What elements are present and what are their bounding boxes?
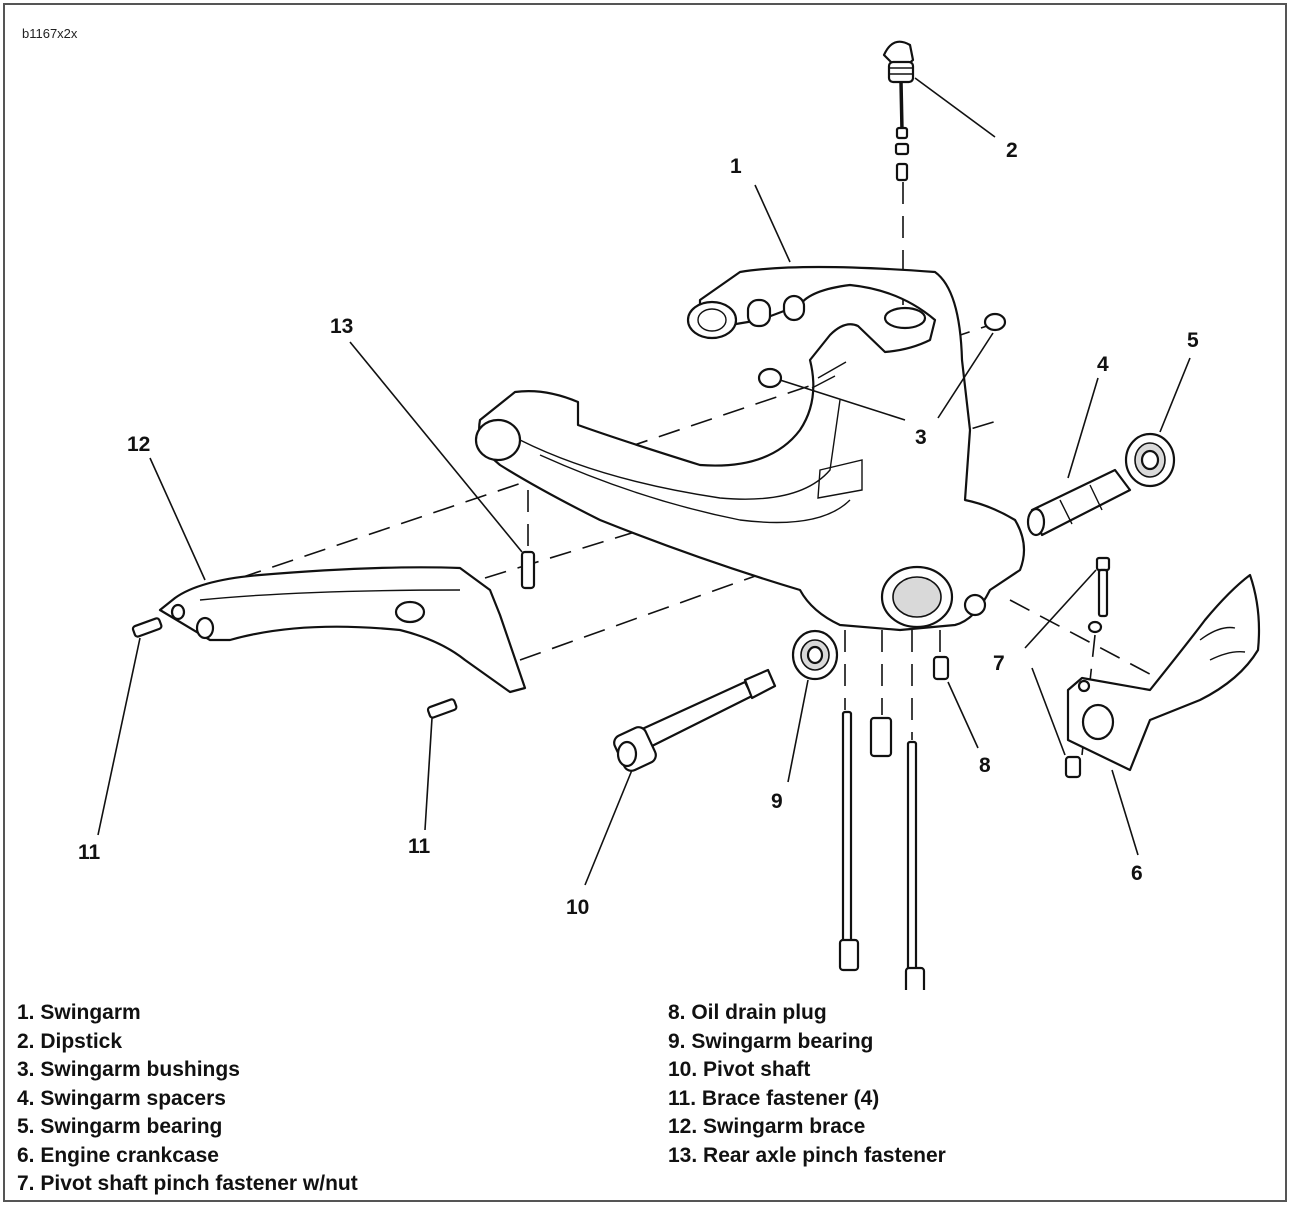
callout-6: 6 (1131, 862, 1143, 885)
dipstick-part (882, 40, 915, 182)
legend-item: 10. Pivot shaft (668, 1058, 811, 1081)
legend-item: 6. Engine crankcase (17, 1143, 219, 1167)
legend-item: 13. Rear axle pinch fastener (668, 1143, 946, 1167)
exploded-view-diagram: 1 2 3 3 4 5 6 7 8 9 10 11 11 12 13 (78, 40, 1261, 990)
swingarm-brace-part (158, 566, 527, 694)
swingarm-bearing-left-part (791, 629, 839, 681)
callout-11a: 11 (78, 841, 101, 864)
callout-2: 2 (1006, 139, 1018, 162)
callout-13: 13 (330, 315, 353, 338)
legend-item: 12. Swingarm brace (668, 1115, 866, 1138)
legend-item: 9. Swingarm bearing (668, 1029, 874, 1053)
swingarm-bushings-part (757, 312, 1007, 389)
legend-item: 2. Dipstick (17, 1029, 123, 1053)
legend-item: 4. Swingarm spacers (17, 1086, 226, 1110)
callout-10: 10 (566, 896, 589, 919)
swingarm-part (474, 265, 1026, 632)
swingarm-spacer-part (1026, 468, 1132, 537)
swingarm-bearing-right-part (1124, 432, 1176, 488)
oil-drain-plug-part (932, 655, 950, 681)
callout-3a: 3 (915, 426, 927, 449)
figure-frame (3, 3, 1287, 1202)
legend-left: 1. Swingarm 2. Dipstick 3. Swingarm bush… (17, 999, 358, 1199)
callout-12: 12 (127, 433, 150, 456)
callout-5: 5 (1187, 329, 1199, 352)
brace-fasteners-part (131, 550, 536, 719)
long-bolts-part (838, 710, 926, 990)
leader-lines (97, 77, 1191, 886)
legend-item: 1. Swingarm (17, 1001, 141, 1024)
pinch-fastener-part (1064, 556, 1111, 779)
callout-9: 9 (771, 790, 783, 813)
legend-item: 3. Swingarm bushings (17, 1058, 240, 1081)
callout-1: 1 (730, 155, 742, 178)
legend-item: 8. Oil drain plug (668, 1001, 827, 1024)
figure-id: b1167x2x (22, 26, 78, 41)
callout-7: 7 (993, 652, 1005, 675)
legend-item: 7. Pivot shaft pinch fastener w/nut (17, 1172, 358, 1195)
legend-item: 5. Swingarm bearing (17, 1115, 223, 1138)
legend-right: 8. Oil drain plug 9. Swingarm bearing 10… (668, 999, 946, 1170)
engine-crankcase-part (1066, 573, 1261, 772)
callout-8: 8 (979, 754, 991, 777)
callout-labels: 1 2 3 3 4 5 6 7 8 9 10 11 11 12 13 (78, 139, 1199, 919)
legend-item: 11. Brace fastener (4) (668, 1086, 880, 1110)
callout-11b: 11 (408, 835, 431, 858)
callout-4: 4 (1097, 353, 1109, 376)
pivot-shaft-part (613, 668, 777, 772)
